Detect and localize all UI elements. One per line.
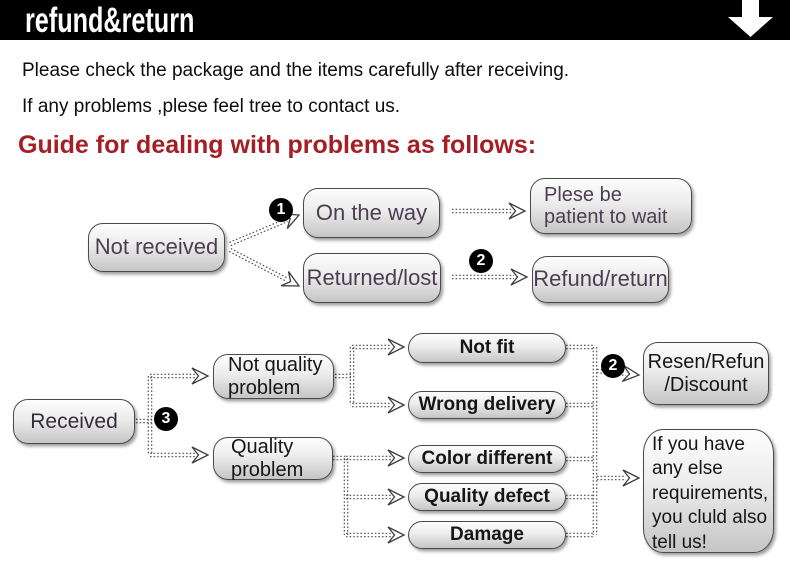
node-wrong-delivery: Wrong delivery — [408, 391, 566, 419]
node-quality-problem: Quality problem — [213, 436, 333, 481]
node-damage: Damage — [408, 521, 566, 549]
node-not-received: Not received — [88, 223, 225, 272]
node-color-different: Color different — [408, 445, 566, 473]
down-arrow-icon — [728, 0, 773, 37]
banner-title: refund&return — [25, 1, 195, 40]
section-heading: Guide for dealing with problems as follo… — [18, 131, 537, 159]
node-resend-refund-discount: Resen/Refun /Discount — [643, 342, 769, 405]
step-2-badge-second: 2 — [601, 354, 625, 378]
step-2-badge-first: 2 — [469, 249, 493, 273]
node-on-the-way: On the way — [303, 188, 440, 238]
node-refund-return: Refund/return — [532, 256, 669, 303]
node-received: Received — [13, 399, 135, 444]
intro-line-2: If any problems ,plese feel tree to cont… — [22, 96, 401, 117]
node-please-be-patient: Plese be patient to wait — [530, 178, 692, 234]
step-1-badge: 1 — [269, 198, 293, 222]
node-returned-lost: Returned/lost — [303, 253, 441, 303]
node-not-fit: Not fit — [408, 333, 566, 363]
node-quality-defect: Quality defect — [408, 483, 566, 511]
node-other-requirements-note: If you have any else requirements, you c… — [643, 429, 774, 553]
banner: refund&return — [0, 0, 790, 40]
step-3-badge: 3 — [154, 407, 178, 431]
node-not-quality-problem: Not quality problem — [213, 354, 334, 399]
intro-line-1: Please check the package and the items c… — [22, 60, 570, 81]
